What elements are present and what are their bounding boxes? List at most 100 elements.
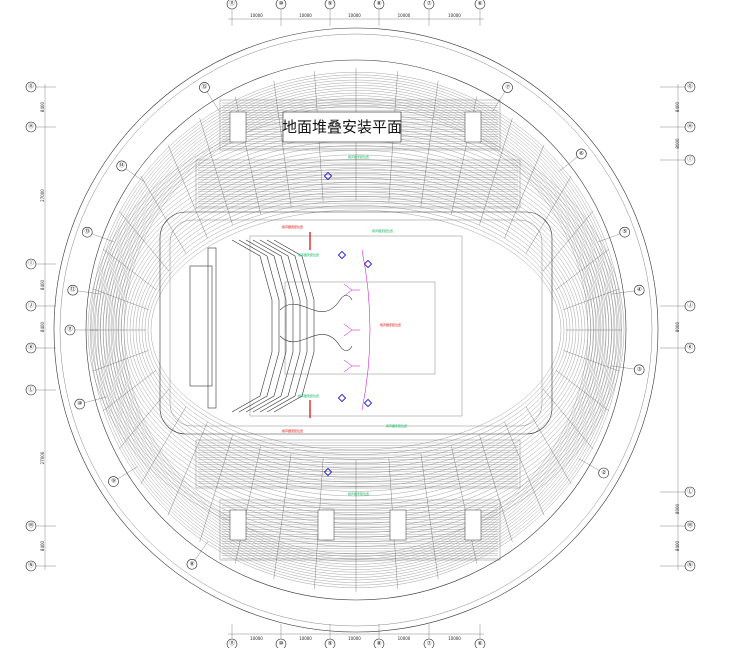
speaker-dispersion: [343, 359, 360, 373]
aisle: [93, 350, 149, 372]
left-dim-text: 8400: [40, 540, 45, 551]
ring-axis-label-circle: [116, 160, 128, 172]
right-dim-text: 8400: [675, 540, 680, 551]
right-axis-label: Ⓛ: [687, 487, 693, 495]
aisle: [479, 117, 513, 225]
ring-axis-label: ②: [601, 469, 606, 476]
green-speaker-label: 扬声器安装位置: [298, 252, 319, 257]
aisle: [273, 80, 292, 207]
right-axis-label: Ⓝ: [687, 561, 693, 569]
bottom-dim-text: 10000: [299, 636, 312, 641]
green-speaker-label: 扬声器安装位置: [386, 423, 407, 428]
bottom-axis-label: ⑥: [478, 641, 483, 647]
speaker-labels: 扬声器安装位置扬声器安装位置扬声器安装位置扬声器安装位置扬声器安装位置扬声器安装…: [282, 154, 407, 496]
left-axis-label: Ⓛ: [28, 385, 34, 393]
right-dim-text: 8000: [675, 138, 680, 149]
bottom-axis-label: ⑩: [279, 640, 284, 647]
red-speaker-label: 扬声器安装位置: [282, 428, 303, 433]
left-axis-label: Ⓗ: [28, 122, 34, 130]
speaker-dispersion: [343, 323, 360, 337]
vomitory: [464, 509, 482, 541]
green-speaker-label: 扬声器安装位置: [348, 491, 369, 496]
vomitory: [464, 111, 482, 143]
ring-axis-label: ⑭: [119, 161, 125, 169]
ring-axis-label-circle: [598, 467, 609, 479]
left-axis-label: Ⓝ: [28, 561, 34, 569]
aisle: [479, 435, 513, 543]
aisle: [451, 445, 477, 564]
green-speaker-label: 扬声器安装位置: [372, 228, 393, 233]
aisle: [563, 350, 619, 372]
stage-backwall: [189, 265, 213, 387]
right-axis-label: Ⓚ: [687, 343, 693, 351]
right-axis-label: Ⓙ: [687, 301, 693, 309]
top-axis-label: ⑧: [377, 1, 382, 7]
ring-axis-label-circle: [619, 226, 631, 238]
bottom-axis-label: ⑪: [229, 639, 235, 647]
aisle: [235, 445, 261, 564]
left-axis-label: Ⓜ: [28, 521, 34, 529]
right-axis-label: Ⓖ: [687, 82, 693, 90]
stage-tier: [273, 239, 315, 413]
right-dim-text: 8000: [675, 503, 680, 514]
stage-structure: [189, 239, 353, 413]
speaker-marker: [337, 393, 347, 403]
speaker-arc: [361, 249, 371, 411]
top-axis-label: ⑨: [328, 0, 333, 7]
stand-block: [195, 439, 521, 489]
ring-axis-label-circle: [64, 324, 76, 336]
ring-axis-label: ⑮: [202, 82, 208, 90]
top-axis-label: ⑩: [279, 0, 284, 7]
outer-rings: [53, 27, 659, 633]
top-axis-label: ⑥: [478, 1, 483, 7]
aisle: [420, 80, 439, 207]
aisle: [555, 370, 610, 412]
aisle: [118, 388, 170, 450]
right-axis-label: Ⓜ: [687, 521, 693, 529]
bottom-axis-label: ⑦: [427, 640, 432, 647]
top-dim-text: 10000: [448, 13, 461, 18]
left-dim-text: 27000: [40, 451, 45, 464]
aisle: [525, 406, 572, 485]
aisle: [563, 288, 619, 310]
aisle: [93, 288, 149, 310]
catwalk-lower: [279, 334, 353, 351]
left-axis-label: Ⓚ: [28, 343, 34, 351]
aisle: [525, 175, 572, 254]
vomitory: [389, 509, 407, 541]
bottom-dim-text: 10000: [250, 636, 263, 641]
speaker-dispersion: [343, 283, 360, 297]
ring-axis-label: ④: [637, 287, 642, 293]
aisle: [102, 248, 157, 290]
left-dim-text: 8400: [40, 321, 45, 332]
aisle: [118, 210, 170, 272]
speaker-marker: [337, 250, 347, 260]
ring-axis-label: ③: [637, 367, 642, 373]
drawing-title: 地面堆叠安装平面: [282, 118, 402, 136]
stage-tier: [245, 239, 287, 413]
aisle: [542, 210, 594, 272]
stand-block: [219, 99, 501, 151]
ring-axis-label: ⑨: [111, 478, 116, 485]
left-dim-text: 8400: [40, 279, 45, 290]
drawing-title-block: 地面堆叠安装平面: [282, 111, 402, 143]
stage-tier: [259, 239, 301, 413]
green-speaker-label: 扬声器安装位置: [298, 393, 319, 398]
stage-tier: [266, 239, 308, 413]
speaker-positions: [309, 171, 373, 477]
top-axis-label: ⑦: [427, 0, 432, 7]
aisle: [504, 421, 545, 516]
ring-axis-label: ⑩: [77, 400, 82, 407]
bottom-dim-text: 10000: [398, 636, 411, 641]
stand-block: [195, 159, 521, 209]
aisle: [102, 370, 157, 412]
ring-axis-label: ⑥: [579, 151, 584, 157]
bottom-dim-text: 10000: [348, 636, 361, 641]
aisle: [542, 388, 594, 450]
ring-axis-label-circle: [576, 148, 587, 160]
catwalk-upper: [279, 295, 353, 312]
